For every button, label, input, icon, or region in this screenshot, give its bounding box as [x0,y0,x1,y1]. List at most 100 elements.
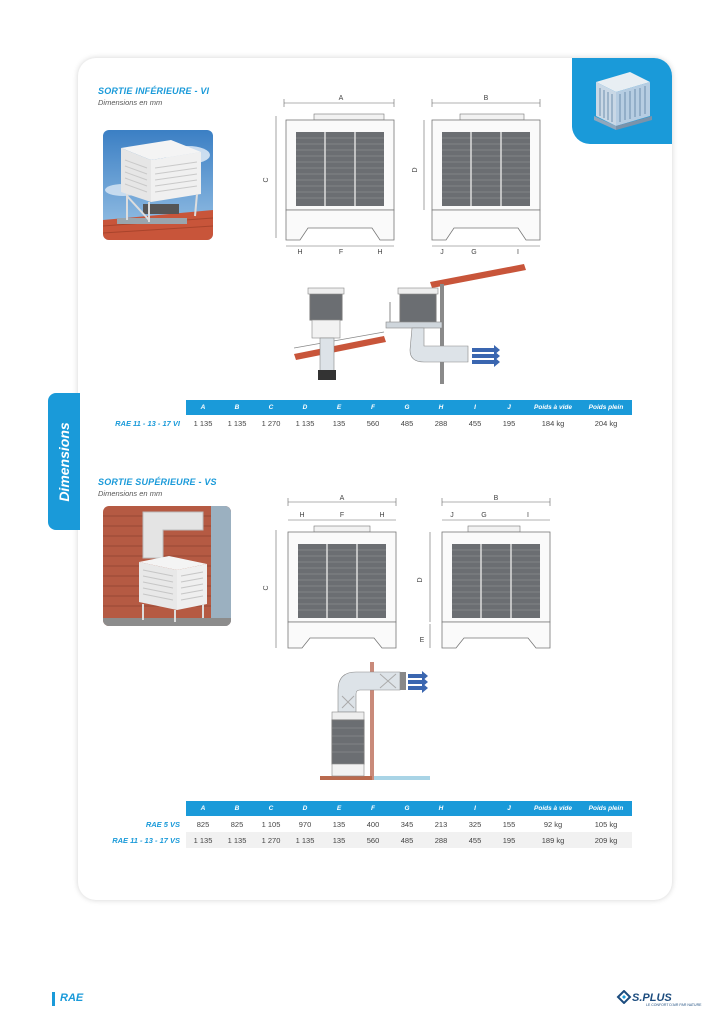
col-header: D [288,801,322,816]
col-header: C [254,400,288,415]
cell: 345 [400,819,414,829]
col-header: B [220,801,254,816]
cell: 195 [502,418,516,428]
cell: 560 [366,418,380,428]
brand-tagline: LE CONFORT D'AIR PAR NATURE [646,1003,702,1007]
dim-label-g: G [481,512,486,519]
cell: 455 [468,418,482,428]
col-header: B [220,400,254,415]
row-model: RAE 11 - 13 - 17 VI [90,415,186,431]
dim-label-c: C [263,177,270,182]
dim-label-g: G [471,249,476,256]
table-row: RAE 11 - 13 - 17 VS 1 135 1 135 1 270 1 … [90,832,632,848]
vs-side-view-drawing: B J G I D E [417,495,551,649]
cell: 1 135 [186,832,220,848]
cell: 213 [434,819,448,829]
cell: 204 kg [594,418,618,428]
product-corner-tab [572,58,672,144]
col-header: Poids plein [580,400,632,415]
row-model: RAE 11 - 13 - 17 VS [90,832,186,848]
section-vi-subtitle: Dimensions en mm [98,98,163,107]
col-header: J [492,801,526,816]
cell: 1 135 [295,418,315,428]
cell: 825 [230,819,244,829]
cell: 135 [332,819,346,829]
dim-label-b: B [484,95,489,102]
col-header: F [356,400,390,415]
footer-accent-bar [52,992,55,1006]
col-header: F [356,801,390,816]
section-vs-subtitle: Dimensions en mm [98,489,163,498]
cell: 135 [322,832,356,848]
dim-label-i: I [517,249,519,256]
cell: 485 [390,832,424,848]
vs-product-photo [103,506,231,626]
col-header: D [288,400,322,415]
splus-logo-icon [616,990,632,1004]
cell: 189 kg [526,832,580,848]
dim-label-a: A [339,95,344,102]
row-model: RAE 5 VS [90,816,186,832]
col-header: E [322,801,356,816]
cooler-unit-icon [594,72,652,130]
cell: 455 [458,832,492,848]
section-side-tab[interactable]: Dimensions [48,393,80,530]
vi-dimensions-table: A B C D E F G H I J Poids à vide Poids p… [90,400,632,431]
dim-label-e: E [420,637,425,644]
dim-label-h-right: H [379,512,384,519]
col-header: E [322,400,356,415]
dim-label-d: D [412,167,419,172]
cell: 970 [298,819,312,829]
section-vs-title: SORTIE SUPÉRIEURE - VS [98,477,217,487]
col-header: C [254,801,288,816]
dim-label-h-left: H [299,512,304,519]
cell: 485 [400,418,414,428]
cell: 195 [492,832,526,848]
cell: 560 [356,832,390,848]
dim-label-j: J [440,249,444,256]
cell: 184 kg [541,418,565,428]
cell: 155 [502,819,516,829]
col-header: I [458,801,492,816]
cell: 288 [434,418,448,428]
vi-table-header: A B C D E F G H I J Poids à vide Poids p… [90,400,632,415]
col-header: G [390,400,424,415]
col-header: I [458,400,492,415]
cell: 825 [196,819,210,829]
dim-label-h-left: H [297,249,302,256]
vs-dimensions-table: A B C D E F G H I J Poids à vide Poids p… [90,801,632,848]
vi-front-view-drawing: A C H F H [263,95,395,256]
cell: 1 270 [254,832,288,848]
dim-label-f: F [339,249,343,256]
dim-label-i: I [527,512,529,519]
dim-label-d: D [417,577,424,582]
table-row: RAE 5 VS 825 825 1 105 970 135 400 345 2… [90,816,632,832]
cell: 1 135 [288,832,322,848]
side-tab-label: Dimensions [56,421,72,502]
col-header: H [424,400,458,415]
cell: 209 kg [580,832,632,848]
cell: 325 [468,819,482,829]
vi-product-photo [103,130,213,240]
dim-label-j: J [450,512,454,519]
cell: 400 [366,819,380,829]
vi-installation-diagram [294,264,526,384]
vs-table-header: A B C D E F G H I J Poids à vide Poids p… [90,801,632,816]
dim-label-c: C [263,585,270,590]
cell: 1 135 [193,418,213,428]
cell: 105 kg [594,819,618,829]
col-header: Poids plein [580,801,632,816]
cell: 1 270 [261,418,281,428]
cell: 92 kg [543,819,563,829]
vs-installation-diagram [320,662,430,780]
col-header: A [186,400,220,415]
dim-label-h-right: H [377,249,382,256]
dim-label-b: B [494,495,499,502]
col-header: G [390,801,424,816]
dim-label-f: F [340,512,344,519]
cell: 1 135 [220,832,254,848]
brand-name: S.PLUS [632,992,672,1004]
footer-product-name: RAE [60,992,84,1004]
col-header: Poids à vide [526,801,580,816]
dim-label-a: A [340,495,345,502]
